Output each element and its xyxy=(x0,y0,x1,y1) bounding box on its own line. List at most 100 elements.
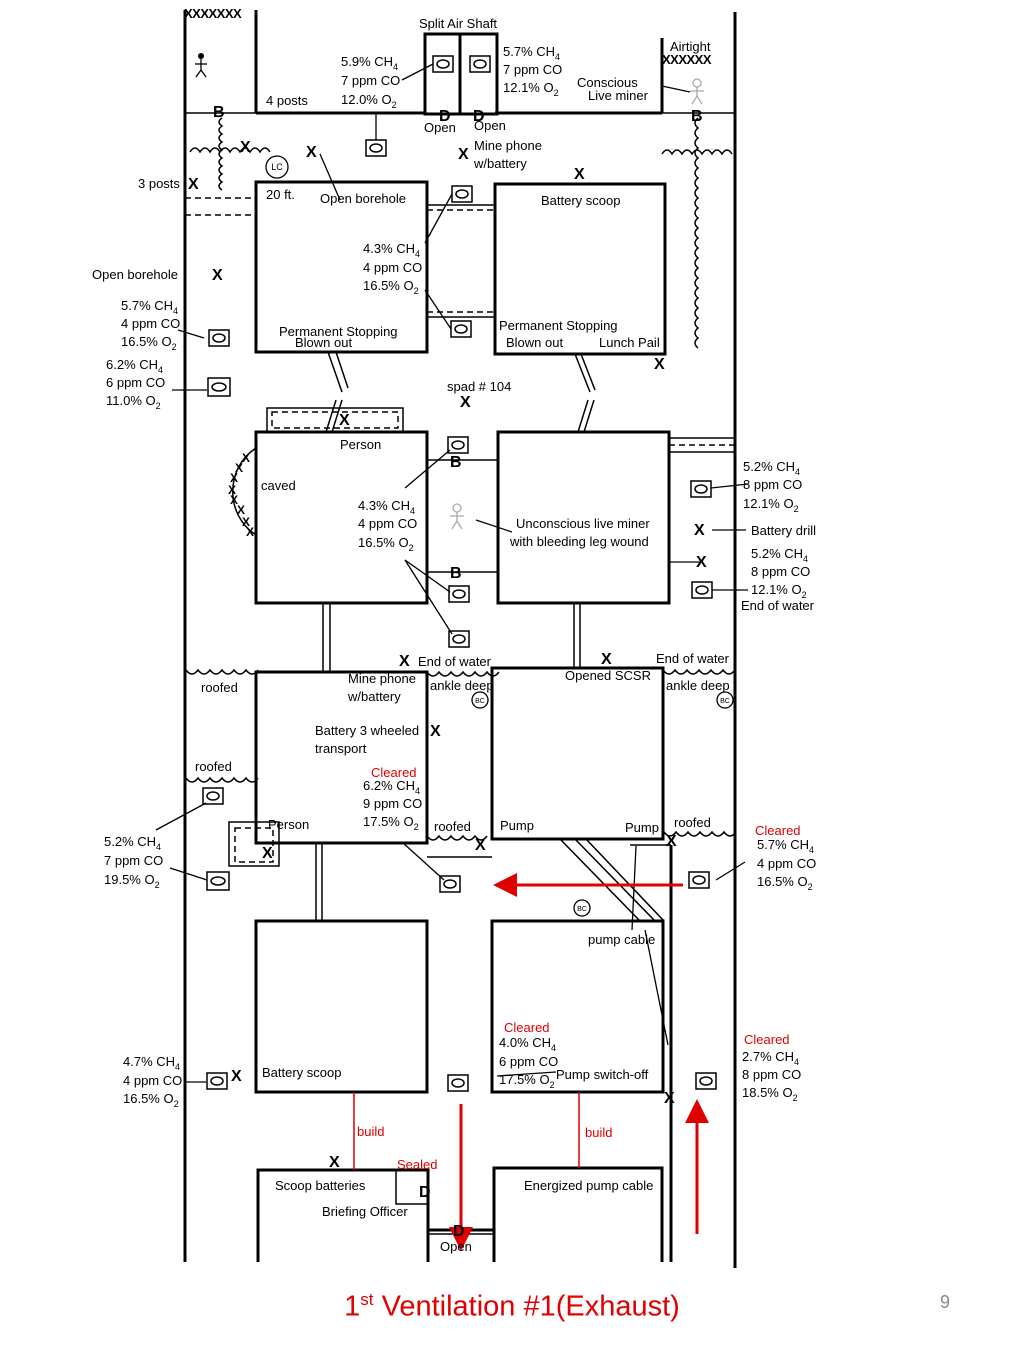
svg-text:X: X xyxy=(666,833,677,850)
split-air-shaft xyxy=(423,32,499,116)
sensor-icon xyxy=(688,871,710,889)
svg-text:3 posts: 3 posts xyxy=(138,176,180,191)
svg-text:X: X xyxy=(242,451,250,465)
svg-text:X: X xyxy=(654,356,665,373)
gas-reading: Cleared 5.7% CH4 4 ppm CO 16.5% O2 xyxy=(755,823,816,892)
svg-text:XXXXXXX: XXXXXXX xyxy=(184,6,242,21)
svg-text:X: X xyxy=(242,515,250,529)
sensor-icon xyxy=(365,139,387,157)
svg-text:Open borehole: Open borehole xyxy=(320,191,406,206)
svg-text:Battery drill: Battery drill xyxy=(751,523,816,538)
leader-lines xyxy=(155,63,749,1083)
svg-text:X: X xyxy=(458,146,469,163)
svg-text:12.1% O2: 12.1% O2 xyxy=(743,496,799,514)
svg-text:16.5% O2: 16.5% O2 xyxy=(757,874,813,892)
gas-reading: Cleared 2.7% CH4 8 ppm CO 18.5% O2 xyxy=(742,1032,801,1103)
svg-text:5.9% CH4: 5.9% CH4 xyxy=(341,54,398,72)
svg-text:Conscious: Conscious xyxy=(577,75,638,90)
svg-text:9 ppm CO: 9 ppm CO xyxy=(363,796,422,811)
sensor-icon xyxy=(450,320,472,338)
svg-text:End of water: End of water xyxy=(741,598,815,613)
svg-text:Person: Person xyxy=(268,817,309,832)
x-marks: X X X X X X X X X X X X X X X X X X X X xyxy=(188,139,707,1171)
svg-text:4.0% CH4: 4.0% CH4 xyxy=(499,1035,556,1053)
svg-text:X: X xyxy=(230,471,238,485)
gas-reading: Cleared 6.2% CH4 9 ppm CO 17.5% O2 xyxy=(363,765,422,832)
svg-text:5.7% CH4: 5.7% CH4 xyxy=(121,298,178,316)
svg-text:build: build xyxy=(585,1125,612,1140)
svg-text:12.1% O2: 12.1% O2 xyxy=(503,80,559,98)
gas-reading: 5.2% CH4 8 ppm CO 12.1% O2 xyxy=(751,546,810,600)
svg-text:D: D xyxy=(439,108,451,125)
svg-text:Open: Open xyxy=(474,118,506,133)
sensor-icon xyxy=(469,55,491,73)
svg-text:End of water: End of water xyxy=(418,654,492,669)
svg-text:Briefing Officer: Briefing Officer xyxy=(322,1204,408,1219)
svg-text:BC: BC xyxy=(577,906,587,913)
svg-text:4 posts: 4 posts xyxy=(266,93,308,108)
svg-text:11.0% O2: 11.0% O2 xyxy=(106,393,161,411)
gas-reading: 4.7% CH4 4 ppm CO 16.5% O2 xyxy=(123,1054,182,1109)
svg-text:X: X xyxy=(235,461,243,475)
gas-reading: 5.9% CH4 7 ppm CO 12.0% O2 xyxy=(341,54,400,110)
svg-text:X: X xyxy=(694,522,705,539)
svg-text:2.7% CH4: 2.7% CH4 xyxy=(742,1049,799,1067)
svg-text:Cleared: Cleared xyxy=(744,1032,790,1047)
svg-text:Blown out: Blown out xyxy=(506,335,563,350)
sensor-icon xyxy=(448,630,470,648)
svg-text:4.3% CH4: 4.3% CH4 xyxy=(363,241,420,259)
svg-text:X: X xyxy=(240,139,251,156)
svg-text:Person: Person xyxy=(340,437,381,452)
svg-text:4 ppm CO: 4 ppm CO xyxy=(363,260,422,275)
svg-text:5.7% CH4: 5.7% CH4 xyxy=(757,837,814,855)
gas-reading: 5.7% CH4 7 ppm CO 12.1% O2 xyxy=(503,44,562,98)
svg-text:17.5% O2: 17.5% O2 xyxy=(499,1072,555,1090)
svg-text:with bleeding leg wound: with bleeding leg wound xyxy=(509,534,649,549)
svg-text:Pump switch-off: Pump switch-off xyxy=(556,1067,649,1082)
svg-text:Mine phone: Mine phone xyxy=(348,671,416,686)
svg-text:7 ppm CO: 7 ppm CO xyxy=(503,62,562,77)
svg-text:ankle deep: ankle deep xyxy=(666,678,730,693)
svg-text:X: X xyxy=(574,166,585,183)
sensor-icon xyxy=(691,581,713,599)
svg-text:End of water: End of water xyxy=(656,651,730,666)
svg-text:Open: Open xyxy=(440,1239,472,1254)
sensor-icon xyxy=(439,875,461,893)
svg-text:Lunch Pail: Lunch Pail xyxy=(599,335,660,350)
unconscious-miner-icon xyxy=(450,503,464,530)
svg-text:Airtight: Airtight xyxy=(670,39,711,54)
svg-text:X: X xyxy=(430,723,441,740)
svg-text:8 ppm CO: 8 ppm CO xyxy=(751,564,810,579)
svg-text:Split Air Shaft: Split Air Shaft xyxy=(419,16,497,31)
gas-reading: 6.2% CH4 6 ppm CO 11.0% O2 xyxy=(106,357,165,411)
lc-marker: LC xyxy=(265,155,289,179)
svg-text:roofed: roofed xyxy=(674,815,711,830)
svg-text:16.5% O2: 16.5% O2 xyxy=(121,334,177,352)
gas-reading: 5.2% CH4 7 ppm CO 19.5% O2 xyxy=(104,834,163,890)
sensor-icon xyxy=(202,787,224,805)
sensor-icon xyxy=(432,55,454,73)
svg-text:B: B xyxy=(213,104,225,121)
bc-marker: BC xyxy=(716,691,734,709)
svg-text:Open: Open xyxy=(424,120,456,135)
labels: Split Air Shaft Airtight Conscious Live … xyxy=(92,16,816,1254)
svg-text:4.3% CH4: 4.3% CH4 xyxy=(358,498,415,516)
svg-text:Battery 3 wheeled: Battery 3 wheeled xyxy=(315,723,419,738)
svg-text:X: X xyxy=(664,1090,675,1107)
svg-text:X: X xyxy=(601,651,612,668)
entry-walls xyxy=(183,10,737,1268)
svg-text:19.5% O2: 19.5% O2 xyxy=(104,872,160,890)
svg-text:6 ppm CO: 6 ppm CO xyxy=(499,1054,558,1069)
svg-text:X: X xyxy=(262,845,273,862)
sensor-icon xyxy=(451,185,473,203)
door-marks: D D D D xyxy=(419,108,485,1240)
sensor-icon xyxy=(695,1072,717,1090)
svg-text:12.1% O2: 12.1% O2 xyxy=(751,582,807,600)
svg-text:ankle deep: ankle deep xyxy=(430,678,494,693)
svg-text:B: B xyxy=(450,454,462,471)
svg-text:X: X xyxy=(228,483,236,497)
svg-text:X: X xyxy=(212,267,223,284)
svg-text:Blown out: Blown out xyxy=(295,335,352,350)
svg-text:X: X xyxy=(188,176,199,193)
svg-text:transport: transport xyxy=(315,741,367,756)
